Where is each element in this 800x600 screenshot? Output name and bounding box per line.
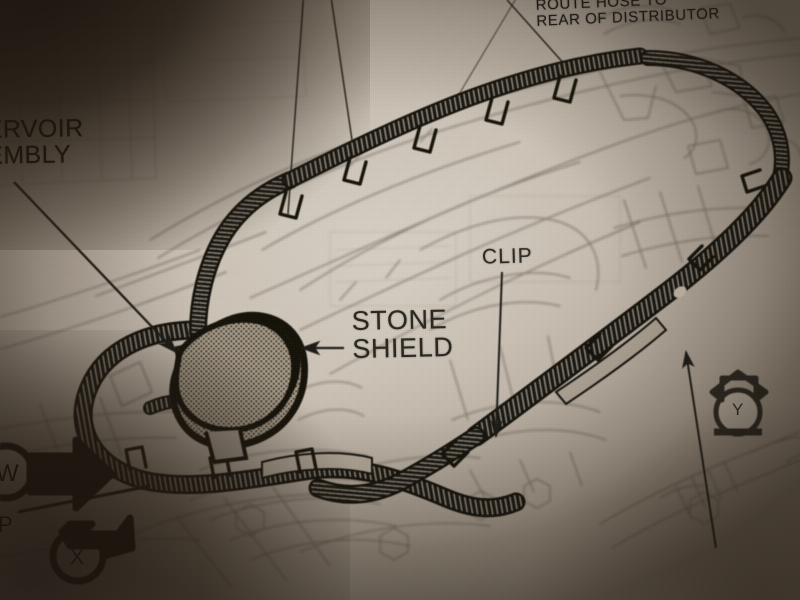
manual-page-photo: W X Y P ROUTE HOSE TO REAR OF DISTRIBUTO…: [0, 0, 800, 600]
warm-tone-overlay: [0, 0, 800, 600]
